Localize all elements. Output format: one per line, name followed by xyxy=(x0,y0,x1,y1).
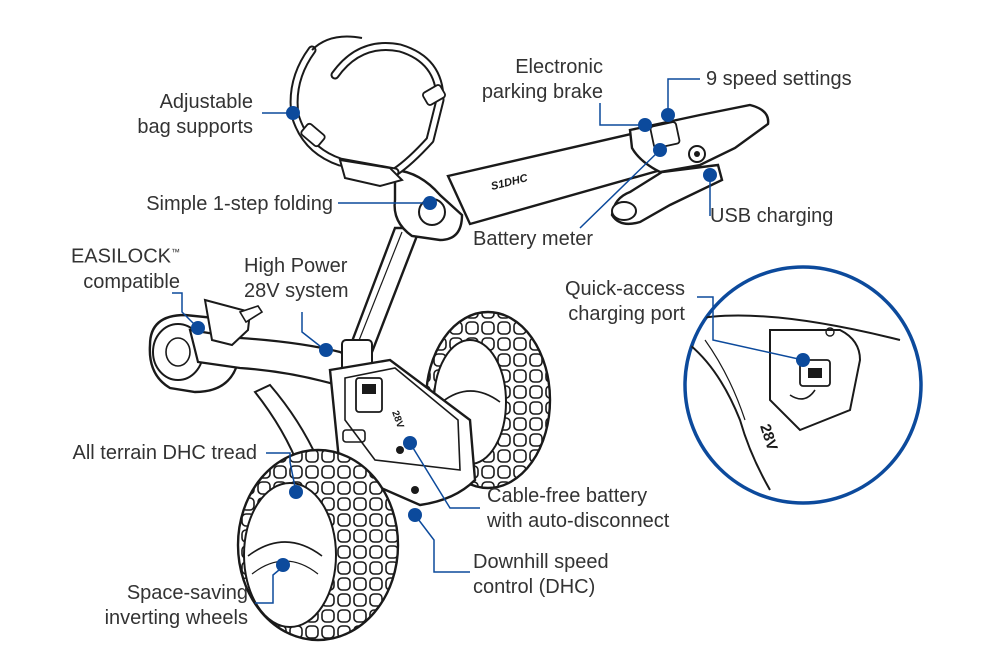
label-simple-folding: Simple 1-step folding xyxy=(146,193,333,215)
label-high-power: High Power 28V system xyxy=(244,255,349,302)
label-cable-free: Cable-free battery with auto-disconnect xyxy=(487,485,670,532)
callout-dot-icon xyxy=(408,508,422,522)
main-stem xyxy=(341,226,422,373)
leader-brake xyxy=(599,103,645,126)
front-arm xyxy=(188,298,374,472)
label-downhill: Downhill speed control (DHC) xyxy=(473,551,609,598)
callout-dots xyxy=(191,106,810,572)
label-battery-meter: Battery meter xyxy=(473,228,594,250)
leader-easilock xyxy=(172,292,197,327)
leader-cable-free xyxy=(409,442,480,509)
callout-dot-icon xyxy=(661,108,675,122)
label-usb-charging: USB charging xyxy=(710,205,834,227)
callout-dot-icon xyxy=(286,106,300,120)
left-wheel xyxy=(236,448,400,642)
label-speed-settings: 9 speed settings xyxy=(706,68,852,90)
label-adjustable-bag-supports: Adjustable bag supports xyxy=(137,91,253,138)
callout-dot-icon xyxy=(289,485,303,499)
leader-all-terrain xyxy=(266,452,297,493)
callout-dot-icon xyxy=(703,168,717,182)
label-all-terrain: All terrain DHC tread xyxy=(72,442,257,464)
callout-dot-icon xyxy=(638,118,652,132)
callout-lines xyxy=(172,78,804,604)
callout-dot-icon xyxy=(319,343,333,357)
callout-dot-icon xyxy=(403,436,417,450)
leader-quick-access xyxy=(697,296,804,361)
callout-dot-icon xyxy=(191,321,205,335)
label-electronic-brake: Electronic parking brake xyxy=(481,56,603,103)
label-space-saving: Space-saving inverting wheels xyxy=(104,582,248,629)
leader-battery-meter xyxy=(579,149,661,229)
bag-support-cradle xyxy=(289,35,446,188)
label-easilock: EASILOCK™ compatible xyxy=(70,245,180,293)
charging-port-inset: 28V xyxy=(683,265,923,505)
callout-dot-icon xyxy=(276,558,290,572)
callout-dot-icon xyxy=(796,353,810,367)
leader-downhill xyxy=(414,514,470,573)
leader-high-power xyxy=(301,312,326,351)
callout-dot-icon xyxy=(423,196,437,210)
callout-dot-icon xyxy=(653,143,667,157)
label-quick-access: Quick-access charging port xyxy=(564,278,685,325)
leader-speed xyxy=(667,78,700,115)
